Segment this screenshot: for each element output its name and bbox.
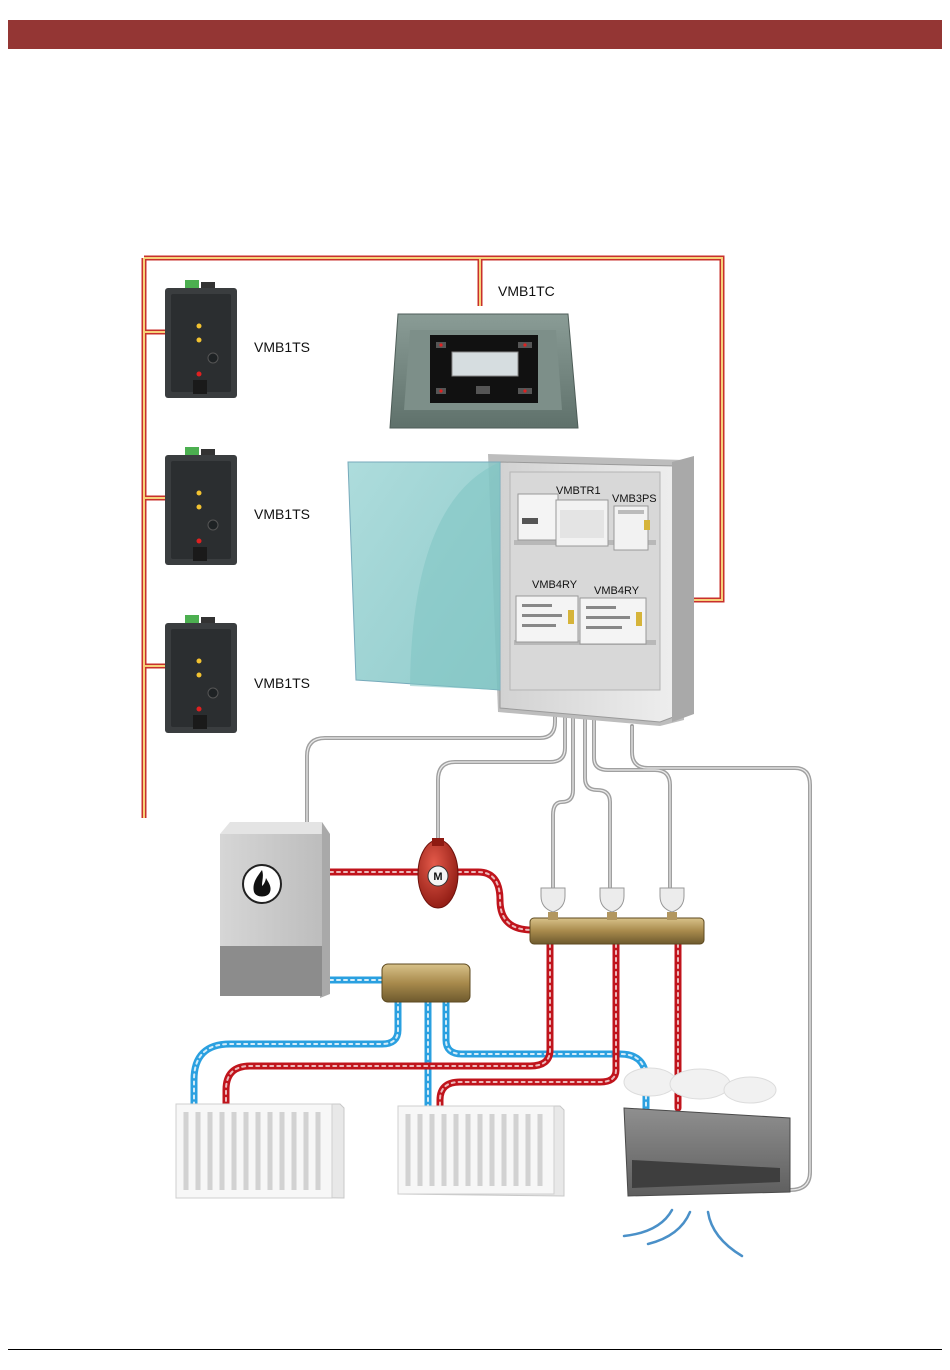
- footer-rule: [8, 1349, 942, 1350]
- led-icon: [197, 338, 202, 343]
- led-icon: [197, 673, 202, 678]
- led-icon: [197, 324, 202, 329]
- actuator-icon: [600, 888, 624, 920]
- led-icon: [197, 491, 202, 496]
- radiator-2: [398, 1106, 564, 1196]
- sensor-label-1: VMB1TS: [254, 339, 310, 355]
- temperature-sensor-3: [165, 615, 237, 733]
- relay-module-2: [580, 598, 646, 644]
- motor-valve-label: M: [433, 871, 442, 883]
- button-icon: [208, 688, 218, 698]
- relay-label-1: VMB4RY: [532, 579, 578, 591]
- led-icon: [197, 372, 202, 377]
- relay-label-2: VMB4RY: [594, 585, 640, 597]
- sensor-label-2: VMB1TS: [254, 506, 310, 522]
- cold-manifold: [382, 964, 470, 1002]
- led-icon: [197, 505, 202, 510]
- actuator-icon: [660, 888, 684, 920]
- relay-module-1: [516, 596, 578, 642]
- led-icon: [197, 707, 202, 712]
- power-supply-label: VMB3PS: [612, 493, 657, 505]
- button-icon: [208, 520, 218, 530]
- sensor-label-3: VMB1TS: [254, 675, 310, 691]
- actuator-icon: [541, 888, 565, 920]
- temperature-sensor-1: [165, 280, 237, 398]
- touch-thermostat: [390, 314, 578, 428]
- radiator-1: [176, 1104, 344, 1198]
- airflow-icon: [624, 1210, 742, 1256]
- transformer-module: [518, 494, 608, 546]
- power-supply-module: [614, 506, 650, 550]
- button-icon: [208, 353, 218, 363]
- display-screen: [452, 352, 518, 376]
- temperature-sensor-2: [165, 447, 237, 565]
- thermostat-label: VMB1TC: [498, 283, 555, 299]
- flame-icon: [243, 865, 281, 903]
- hot-manifold: [530, 918, 704, 944]
- led-icon: [197, 539, 202, 544]
- transformer-label: VMBTR1: [556, 485, 601, 497]
- motor-valve: M: [418, 838, 458, 908]
- thermal-actuators: [541, 888, 684, 920]
- fan-coil-unit: [624, 1108, 790, 1196]
- boiler: [220, 822, 330, 998]
- led-icon: [197, 659, 202, 664]
